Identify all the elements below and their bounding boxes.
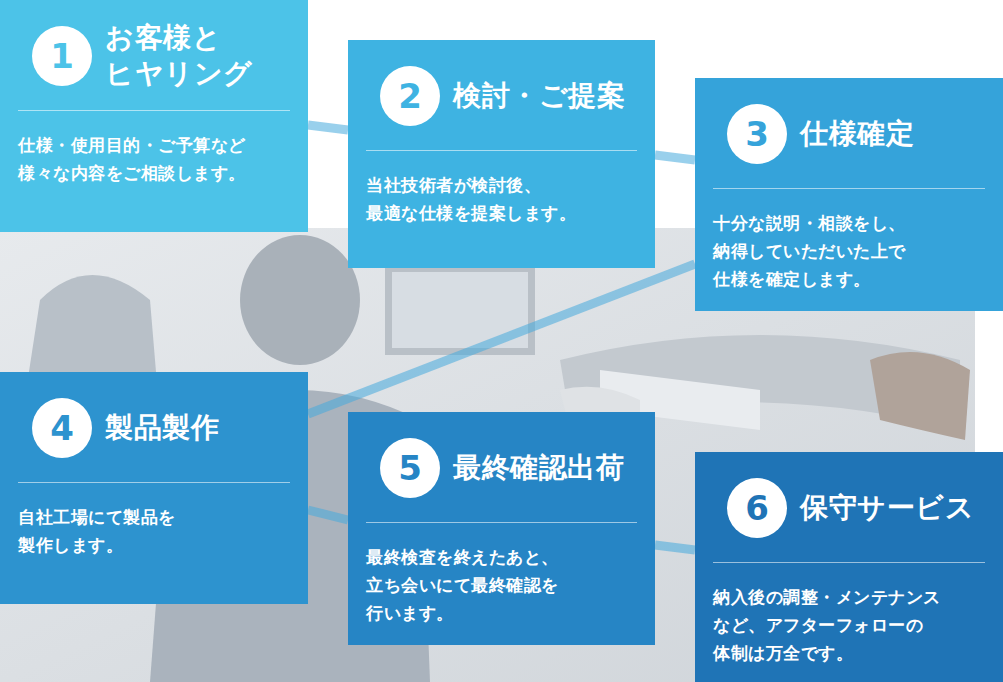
step-number: 2 — [398, 79, 422, 113]
step-number: 4 — [50, 411, 74, 445]
step-number-circle: 2 — [380, 66, 440, 126]
monitor — [385, 265, 535, 355]
step-description: 納入後の調整・メンテナンス など、アフターフォローの 体制は万全です。 — [713, 563, 973, 667]
process-box: 4 製品製作自社工場にて製品を 製作します。 — [0, 372, 308, 604]
process-box: 6 保守サービス納入後の調整・メンテナンス など、アフターフォローの 体制は万全で… — [695, 452, 1003, 682]
flow-connector — [308, 264, 695, 414]
process-box: 2 検討・ご提案当社技術者が検討後、 最適な仕様を提案します。 — [348, 40, 655, 268]
step-number-circle: 1 — [32, 26, 92, 86]
step-description: 自社工場にて製品を 製作します。 — [18, 483, 278, 559]
step-heading: 製品製作 — [105, 410, 219, 446]
step-description: 仕様・使用目的・ご予算など 様々な内容をご相談します。 — [18, 111, 278, 187]
step-number-circle: 3 — [727, 104, 787, 164]
hand — [870, 352, 970, 440]
box-header: 5 最終確認出荷 — [366, 412, 637, 523]
step-number-circle: 5 — [380, 438, 440, 498]
box-header: 4 製品製作 — [18, 372, 290, 483]
flow-connector — [308, 510, 348, 520]
flow-connector — [308, 125, 348, 130]
flow-connector — [655, 155, 695, 160]
step-heading: 仕様確定 — [800, 116, 914, 152]
process-box: 3 仕様確定十分な説明・相談をし、 納得していただいた上で 仕様を確定します。 — [695, 78, 1003, 311]
step-description: 最終検査を終えたあと、 立ち会いにて最終確認を 行います。 — [366, 523, 626, 627]
worker-head — [240, 235, 360, 365]
step-description: 当社技術者が検討後、 最適な仕様を提案します。 — [366, 151, 626, 227]
box-header: 1 お客様と ヒヤリング — [18, 0, 290, 111]
box-header: 6 保守サービス — [713, 452, 985, 563]
box-header: 2 検討・ご提案 — [366, 40, 637, 151]
box-header: 3 仕様確定 — [713, 78, 985, 189]
step-number: 3 — [745, 117, 769, 151]
step-number-circle: 6 — [727, 478, 787, 538]
step-heading: 最終確認出荷 — [453, 450, 624, 486]
flow-connector — [655, 545, 695, 550]
step-heading: 検討・ご提案 — [453, 78, 625, 114]
step-number: 5 — [398, 451, 422, 485]
step-number: 6 — [745, 491, 769, 525]
step-number: 1 — [50, 39, 74, 73]
process-box: 1 お客様と ヒヤリング仕様・使用目的・ご予算など 様々な内容をご相談します。 — [0, 0, 308, 232]
step-number-circle: 4 — [32, 398, 92, 458]
process-box: 5 最終確認出荷最終検査を終えたあと、 立ち会いにて最終確認を 行います。 — [348, 412, 655, 645]
step-description: 十分な説明・相談をし、 納得していただいた上で 仕様を確定します。 — [713, 189, 973, 293]
step-heading: お客様と ヒヤリング — [105, 20, 290, 92]
step-heading: 保守サービス — [800, 490, 974, 526]
